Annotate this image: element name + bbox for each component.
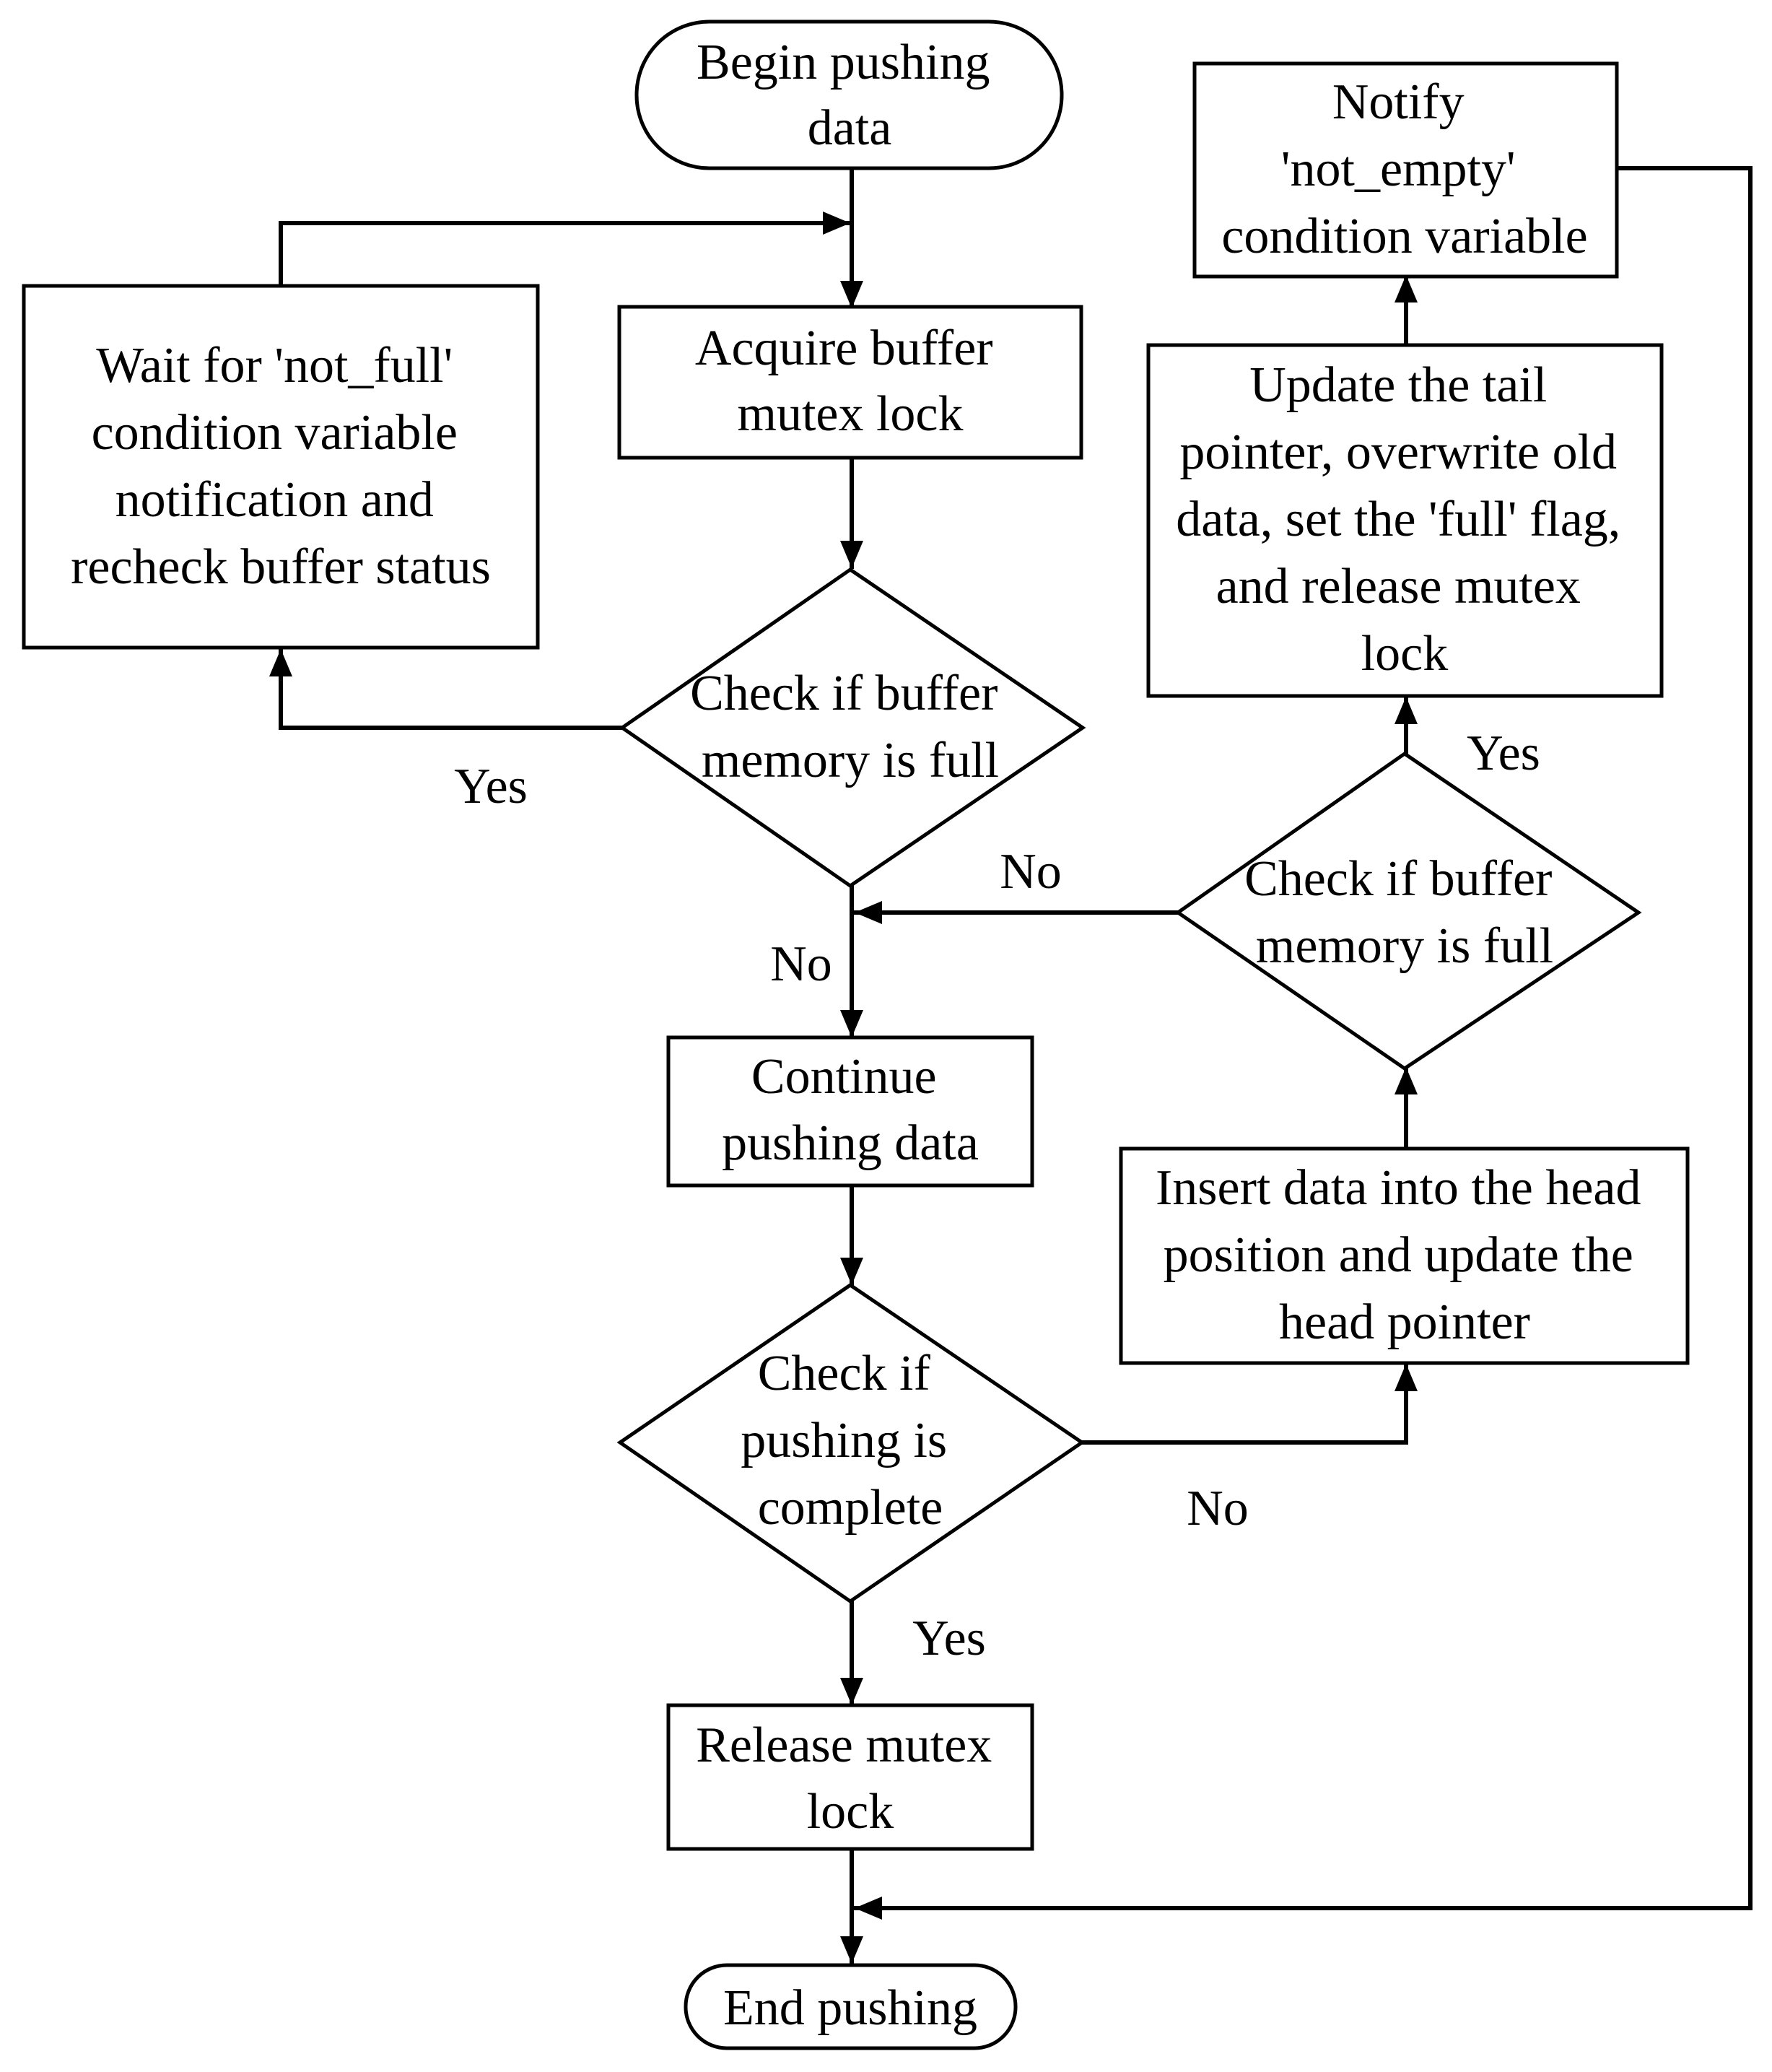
node-check-complete: Check if pushing is complete [616,1282,1086,1604]
node-begin-label: Begin pushing data [697,35,1003,156]
node-acquire-lock-label: Acquire buffer mutex lock [695,321,1005,442]
node-end-label: End pushing [723,1980,977,2036]
node-check-full-2: Check if buffer memory is full [1174,751,1642,1071]
arrow-complete-no-to-insert [1080,1363,1418,1445]
node-check-complete-label: Check if pushing is complete [741,1346,959,1536]
node-begin: Begin pushing data [634,19,1064,170]
node-release-lock-label: Release mutex lock [696,1718,1005,1840]
edge-label-check2-yes: Yes [1467,726,1540,781]
node-end: End pushing [684,1963,1018,2050]
edge-label-check2-no: No [1000,844,1062,900]
edge-label-complete-yes: Yes [912,1611,986,1666]
node-continue-pushing-label: Continue pushing data [722,1049,979,1171]
node-acquire-lock: Acquire buffer mutex lock [617,305,1083,460]
arrow-wait-back-to-main [279,212,851,288]
edge-label-check1-no: No [770,936,832,992]
arrow-notify-to-end-merge [854,166,1753,1920]
node-check-full-2-label: Check if buffer memory is full [1244,851,1565,974]
node-continue-pushing: Continue pushing data [666,1035,1034,1188]
edge-labels: Yes No No Yes Yes No [454,726,1540,1666]
node-notify-not-empty: Notify 'not_empty' condition variable [1192,61,1619,279]
edge-label-check1-yes: Yes [454,759,528,814]
node-insert-head: Insert data into the head position and u… [1119,1146,1690,1365]
node-release-lock: Release mutex lock [666,1703,1034,1851]
node-wait-not-full-label: Wait for 'not_full' condition variable n… [71,338,491,595]
node-check-full-1-label: Check if buffer memory is full [690,666,1011,788]
arrow-check1-yes-to-wait [269,648,624,730]
node-wait-not-full: Wait for 'not_full' condition variable n… [22,284,540,650]
node-update-tail-label: Update the tail pointer, overwrite old d… [1176,357,1633,682]
edge-label-complete-no: No [1187,1481,1249,1536]
connectors [269,166,1753,1964]
node-update-tail: Update the tail pointer, overwrite old d… [1146,343,1664,698]
node-insert-head-label: Insert data into the head position and u… [1156,1160,1654,1350]
node-check-full-1: Check if buffer memory is full [619,567,1086,889]
node-notify-not-empty-label: Notify 'not_empty' condition variable [1221,74,1587,264]
